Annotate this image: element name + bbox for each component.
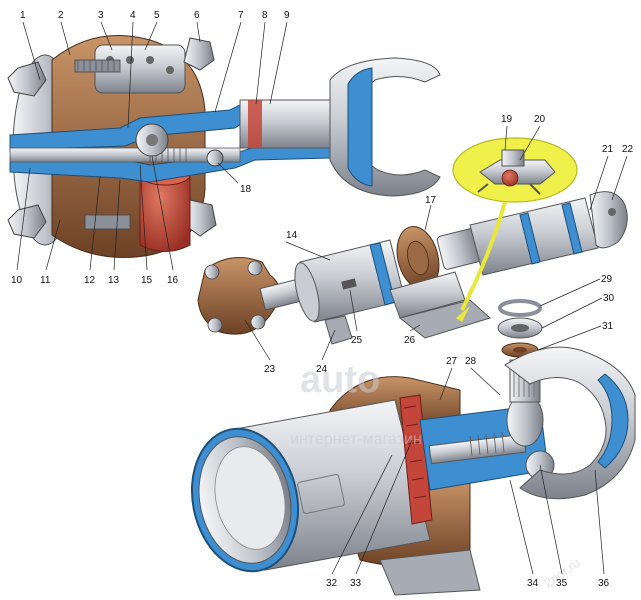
label-21: 21 <box>602 144 614 155</box>
label-28: 28 <box>465 356 477 367</box>
label-35: 35 <box>556 578 568 589</box>
label-32: 32 <box>326 578 338 589</box>
label-26: 26 <box>404 335 416 346</box>
clamp-hole <box>126 56 134 64</box>
detail-callout <box>452 137 578 322</box>
clamp-hole <box>166 66 174 74</box>
lower-stud <box>84 214 131 230</box>
grease-fitting <box>206 149 224 167</box>
blue-ring <box>519 212 541 265</box>
label-13: 13 <box>108 275 120 286</box>
label-36: 36 <box>598 578 610 589</box>
callout-arrow <box>460 201 507 311</box>
coupling-bolt <box>207 317 223 333</box>
label-23: 23 <box>264 364 276 375</box>
label-27: 27 <box>446 356 458 367</box>
label-11: 11 <box>40 275 51 286</box>
label-19: 19 <box>501 114 513 125</box>
coupling-bolt <box>204 264 220 280</box>
label-3: 3 <box>98 10 104 21</box>
label-6: 6 <box>194 10 200 21</box>
label-4: 4 <box>130 10 136 21</box>
rear-sliding-joint <box>190 346 636 596</box>
part-labels: 1 2 3 4 5 6 7 8 9 10 11 12 13 14 15 16 1… <box>11 10 634 589</box>
label-31: 31 <box>602 321 614 332</box>
bracket-strap <box>324 315 353 345</box>
blue-ring <box>561 202 583 255</box>
label-17: 17 <box>425 195 437 206</box>
coupling-bolt <box>250 314 266 330</box>
label-30: 30 <box>603 293 615 304</box>
tube-plate <box>297 474 345 514</box>
bolt-head <box>183 37 215 71</box>
front-yoke <box>329 57 441 197</box>
label-20: 20 <box>534 114 546 125</box>
threaded-stud <box>74 59 121 73</box>
label-9: 9 <box>284 10 290 21</box>
watermark-main: auto <box>300 359 380 401</box>
bolt-head <box>7 204 47 239</box>
seal-ring <box>248 100 262 148</box>
label-34: 34 <box>527 578 539 589</box>
bolt-head <box>7 61 47 97</box>
balance-plate <box>341 278 357 290</box>
yoke-section-rear <box>597 373 629 469</box>
label-14: 14 <box>286 230 298 241</box>
label-2: 2 <box>58 10 64 21</box>
label-7: 7 <box>238 10 244 21</box>
label-8: 8 <box>262 10 268 21</box>
label-25: 25 <box>351 335 363 346</box>
rear-flange <box>589 191 628 249</box>
label-1: 1 <box>20 10 26 21</box>
exploded-seal-parts <box>497 299 543 358</box>
yoke-section <box>347 67 373 187</box>
bracket-base <box>379 549 481 596</box>
label-10: 10 <box>11 275 23 286</box>
sealing-ring <box>498 299 542 317</box>
label-12: 12 <box>84 275 96 286</box>
label-29: 29 <box>601 274 613 285</box>
label-18: 18 <box>240 184 252 195</box>
label-16: 16 <box>167 275 179 286</box>
label-24: 24 <box>316 364 328 375</box>
label-5: 5 <box>154 10 160 21</box>
label-22: 22 <box>622 144 634 155</box>
front-coupling-assembly <box>7 35 441 258</box>
spline-shaft <box>9 147 241 163</box>
coupling-bolt <box>247 260 263 276</box>
seal-stack <box>399 394 433 525</box>
label-15: 15 <box>141 275 153 286</box>
label-33: 33 <box>350 578 362 589</box>
clamp-hole <box>146 56 154 64</box>
watermark-sub: интернет-магазин <box>290 431 422 448</box>
intermediate-shaft-assembly <box>197 191 628 345</box>
leader-lines <box>16 21 628 575</box>
